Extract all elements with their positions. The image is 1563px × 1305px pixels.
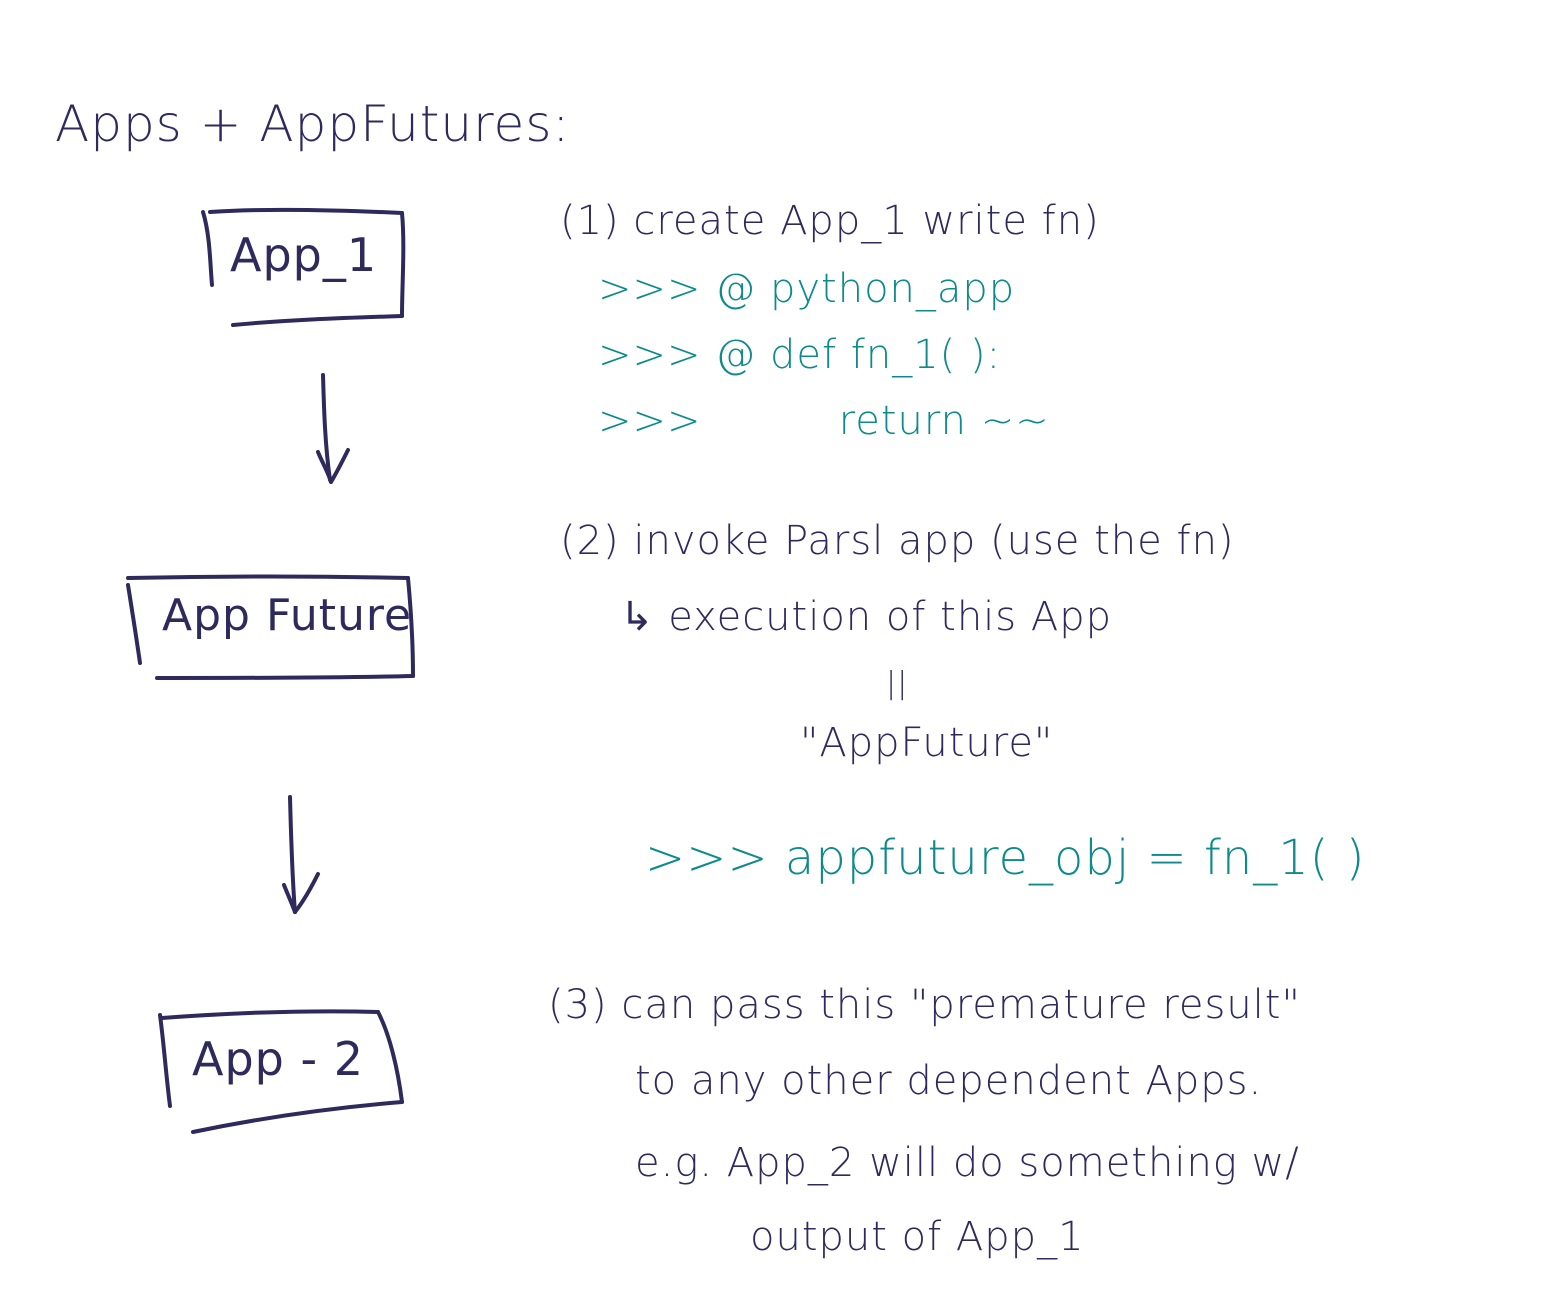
arrow-app1-to-appfuture: [316, 373, 350, 484]
step2-code-line: >>> appfuture_obj = fn_1( ): [645, 830, 1366, 886]
appfuture-label: App Future: [162, 590, 413, 641]
appfuture-box: [126, 574, 415, 680]
step3-line-4: output of App_1: [750, 1214, 1085, 1260]
step3-line-2: to any other dependent Apps.: [635, 1058, 1263, 1104]
step2-equals-mark: ||: [886, 666, 909, 701]
app2-label: App - 2: [192, 1032, 364, 1086]
step2-heading: (2) invoke Parsl app (use the fn): [560, 518, 1235, 564]
app2-box: [158, 1009, 404, 1134]
step3-line-1: (3) can pass this "premature result": [548, 982, 1301, 1028]
step1-code-line-2: >>> @ def fn_1( ):: [598, 332, 1002, 378]
step1-code-line-3: >>> return ~~: [598, 398, 1050, 444]
step1-heading: (1) create App_1 write fn): [560, 198, 1100, 244]
step3-line-3: e.g. App_2 will do something w/: [635, 1140, 1300, 1186]
page-title: Apps + AppFutures:: [55, 95, 571, 153]
app1-box: [201, 207, 406, 327]
step2-execution-line: ↳ execution of this App: [620, 594, 1112, 640]
step2-result: "AppFuture": [800, 720, 1054, 766]
arrow-appfuture-to-app2: [282, 795, 320, 914]
app1-label: App_1: [230, 228, 378, 282]
step1-code-line-1: >>> @ python_app: [598, 266, 1016, 312]
